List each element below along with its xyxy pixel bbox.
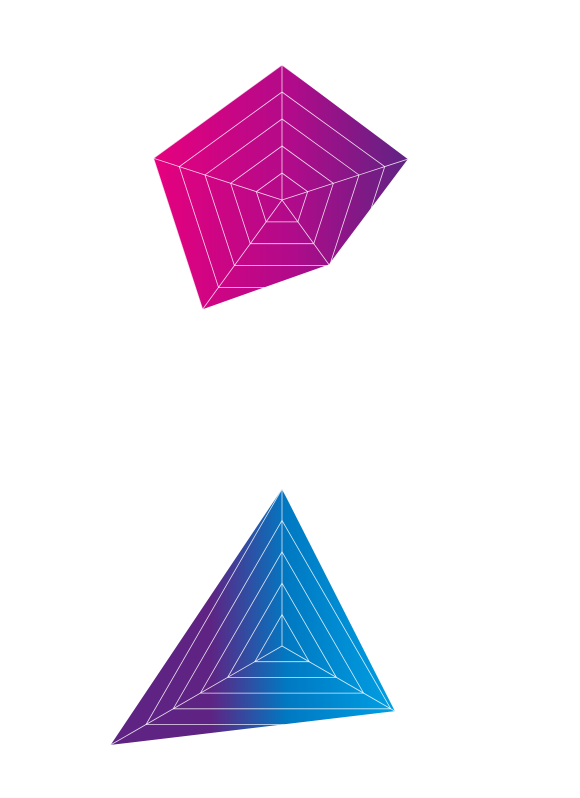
- radar-grid-ring: [199, 550, 365, 694]
- radar-chart-triangle: [110, 489, 395, 745]
- radar-grid-ring: [226, 582, 338, 678]
- radar-data-area: [153, 65, 408, 310]
- radar-axis-spoke: [281, 645, 395, 745]
- radar-grid-ring: [172, 519, 392, 710]
- radar-axis-spoke: [153, 141, 283, 201]
- radar-grid-ring: [204, 118, 360, 266]
- radar-axis-spoke: [110, 645, 283, 745]
- radar-axis-spoke: [281, 141, 408, 201]
- radar-axis-spoke: [170, 199, 283, 310]
- radar-grid-ring: [255, 172, 309, 223]
- radar-data-area: [110, 489, 395, 745]
- radar-chart-pentagon: [153, 65, 408, 310]
- radar-grid-ring: [230, 145, 334, 245]
- radar-grid-ring: [254, 613, 310, 663]
